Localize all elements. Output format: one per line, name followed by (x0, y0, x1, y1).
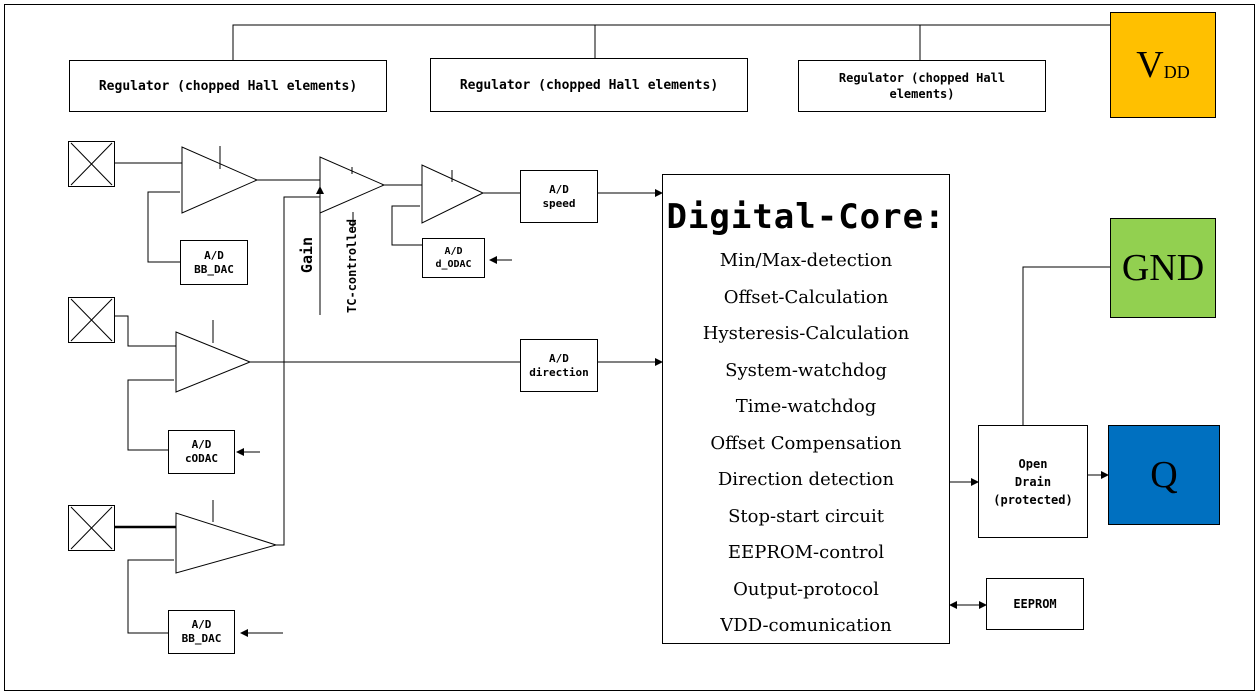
open-drain-block: Open Drain (protected) (978, 425, 1088, 538)
adc-bb-dac-top: A/D BB_DAC (180, 240, 248, 285)
adc-d-odac: A/D d_ODAC (422, 238, 485, 278)
digital-core-title: Digital-Core: (666, 197, 946, 237)
q-label: Q (1150, 454, 1178, 496)
gnd-pin: GND (1110, 218, 1216, 318)
core-item: Offset-Calculation (723, 286, 889, 308)
hall-cross-3 (70, 506, 113, 550)
ch2-hall-line (114, 315, 176, 347)
vdd-subscript: DD (1163, 61, 1190, 82)
core-item: Stop-start circuit (728, 505, 884, 527)
gain-amplifier (319, 156, 386, 214)
hall-element-2 (68, 297, 115, 343)
hall-element-3 (68, 505, 115, 551)
gain-label: Gain (298, 236, 316, 274)
eeprom-block: EEPROM (986, 578, 1084, 630)
hall-cross-2 (70, 298, 113, 342)
regulator-3: Regulator (chopped Hall elements) (798, 60, 1046, 112)
core-item: VDD-comunication (720, 615, 892, 636)
adc-bb-dac-bottom: A/D BB_DAC (168, 610, 235, 654)
adc-direction: A/D direction (520, 339, 598, 392)
adc-codac: A/D cODAC (168, 430, 235, 474)
hall-cross-1 (70, 142, 113, 186)
gnd-label: GND (1121, 247, 1205, 289)
ch2-feedback (127, 379, 174, 451)
ch2-amplifier (175, 331, 252, 393)
adc-speed: A/D speed (520, 170, 598, 223)
core-item: Direction detection (717, 469, 895, 490)
core-item: System-watchdog (725, 359, 887, 381)
core-item: EEPROM-control (727, 542, 885, 563)
regulator-1: Regulator (chopped Hall elements) (69, 60, 387, 112)
core-item: Output-protocol (733, 578, 879, 600)
hall-element-1 (68, 141, 115, 187)
digital-core: Digital-Core: Min/Max-detection Offset-C… (662, 174, 950, 644)
ch1-feedback (147, 191, 180, 263)
ch3-amplifier (175, 512, 278, 574)
regulator-2: Regulator (chopped Hall elements) (430, 58, 748, 112)
damp-feedback (391, 205, 422, 246)
core-item: Offset Compensation (710, 432, 902, 454)
core-item: Min/Max-detection (719, 250, 893, 271)
opendrain-to-gnd (1022, 266, 1110, 425)
core-item: Time-watchdog (735, 396, 877, 417)
vdd-label: V (1136, 44, 1164, 86)
ch3-to-gain (276, 196, 320, 546)
core-item: Hysteresis-Calculation (702, 323, 910, 344)
vdd-bus (232, 24, 1110, 60)
tc-controlled-label: TC-controlled (345, 219, 359, 313)
ch3-feedback (127, 559, 174, 634)
outer-frame (4, 4, 1255, 691)
q-pin: Q (1108, 425, 1220, 525)
